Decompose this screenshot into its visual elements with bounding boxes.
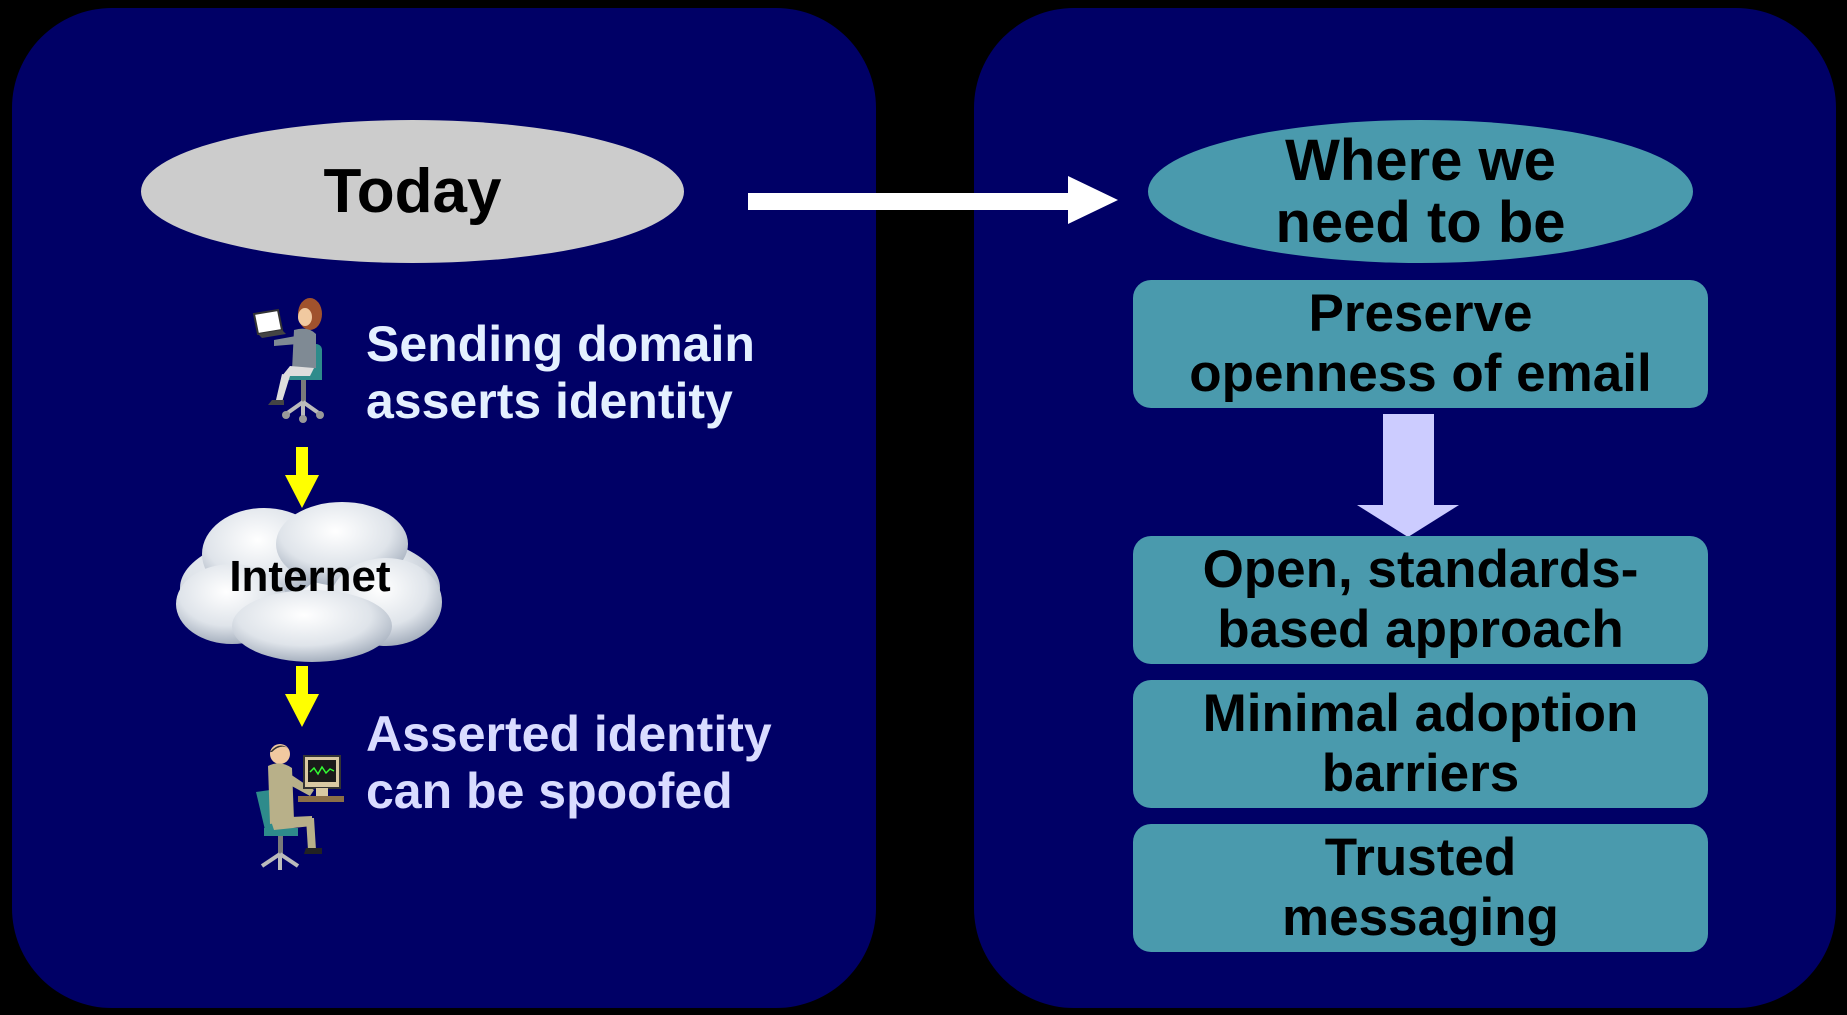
today-label: Today xyxy=(323,157,502,226)
man-at-computer-icon xyxy=(256,744,344,870)
sending-line-1: Sending domain xyxy=(366,316,755,372)
spoofed-line-1: Asserted identity xyxy=(366,706,772,762)
spoofed-identity-text: Asserted identity can be spoofed xyxy=(366,706,772,820)
goal-line-2: messaging xyxy=(1282,888,1559,947)
send-arrow xyxy=(285,447,319,508)
goal-box-open-standards: Open, standards- based approach xyxy=(1133,536,1708,664)
goal-down-arrow xyxy=(1357,414,1459,537)
goal-line-1: Minimal adoption xyxy=(1202,684,1639,743)
sending-domain-text: Sending domain asserts identity xyxy=(366,316,755,430)
goal-line-1: Trusted xyxy=(1324,828,1517,887)
today-ellipse: Today xyxy=(141,120,684,263)
target-line-1: Where we xyxy=(1285,127,1556,193)
sending-line-2: asserts identity xyxy=(366,373,733,429)
deliver-arrow xyxy=(285,666,319,727)
cloud-icon xyxy=(176,502,442,662)
goal-box-preserve-openness: Preserve openness of email xyxy=(1133,280,1708,408)
goal-line-2: barriers xyxy=(1321,744,1520,803)
spoofed-line-2: can be spoofed xyxy=(366,763,733,819)
internet-label: Internet xyxy=(229,552,391,601)
goal-box-minimal-barriers: Minimal adoption barriers xyxy=(1133,680,1708,808)
goal-box-trusted-messaging: Trusted messaging xyxy=(1133,824,1708,952)
goal-line-2: based approach xyxy=(1217,600,1624,659)
target-ellipse: Where we need to be xyxy=(1148,120,1693,263)
target-line-2: need to be xyxy=(1275,189,1566,255)
goal-line-1: Open, standards- xyxy=(1202,540,1639,599)
goal-line-1: Preserve xyxy=(1308,284,1533,343)
transition-arrow xyxy=(748,176,1118,224)
woman-at-laptop-icon xyxy=(252,298,324,423)
goal-line-2: openness of email xyxy=(1189,344,1652,403)
